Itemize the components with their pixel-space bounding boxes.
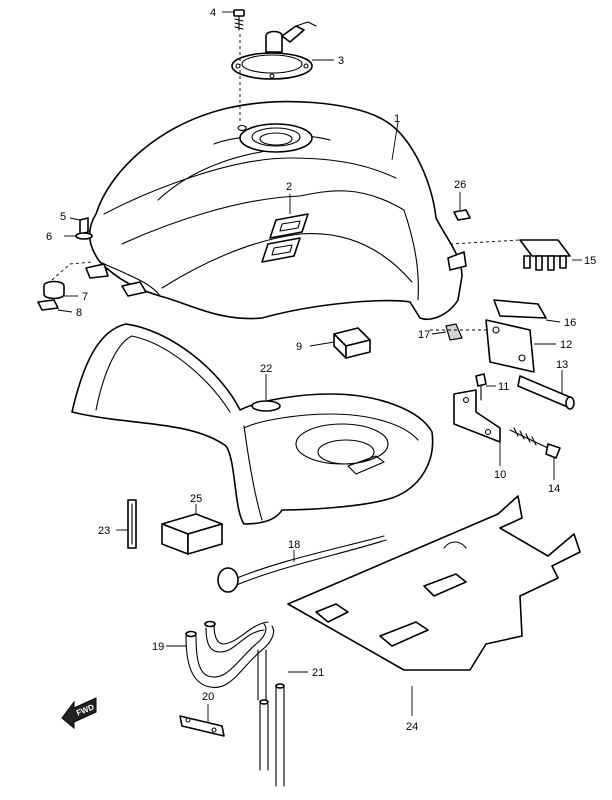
leader-lines xyxy=(57,11,582,722)
forward-arrow-icon: FWD xyxy=(61,697,97,730)
callout-11: 11 xyxy=(498,381,509,393)
callout-6: 6 xyxy=(46,231,52,243)
bracket-20 xyxy=(179,715,225,737)
callout-20: 20 xyxy=(202,691,214,703)
hinge-assembly xyxy=(430,299,575,459)
rubber-block-9 xyxy=(333,327,371,359)
left-mount-parts xyxy=(37,217,93,311)
callout-13: 13 xyxy=(556,359,568,371)
callout-7: 7 xyxy=(82,291,88,303)
callout-2: 2 xyxy=(286,181,292,193)
tank-tray xyxy=(71,323,434,525)
fuel-cap xyxy=(231,21,317,80)
breather-hose-21 xyxy=(257,649,285,787)
callout-10: 10 xyxy=(494,469,506,481)
cushion-26 xyxy=(453,209,471,221)
callout-5: 5 xyxy=(60,211,66,223)
callout-19: 19 xyxy=(152,641,164,653)
callout-25: 25 xyxy=(190,493,202,505)
fuel-tank xyxy=(85,100,467,320)
sponge-25 xyxy=(161,513,223,555)
cushion-set-15 xyxy=(449,239,571,271)
callout-24: 24 xyxy=(406,721,418,733)
callout-23: 23 xyxy=(98,525,110,537)
callout-16: 16 xyxy=(564,317,576,329)
callout-26: 26 xyxy=(454,179,466,191)
callout-17: 17 xyxy=(418,329,430,341)
clamp-23 xyxy=(127,499,137,549)
callout-21: 21 xyxy=(312,667,324,679)
fuel-hose-19 xyxy=(185,620,275,688)
callout-9: 9 xyxy=(296,341,302,353)
callout-1: 1 xyxy=(394,113,400,125)
callout-22: 22 xyxy=(260,363,272,375)
heat-shield-plate xyxy=(287,495,581,671)
callout-3: 3 xyxy=(338,55,344,67)
drain-hose-18 xyxy=(217,535,387,593)
cap-screw xyxy=(233,9,245,31)
callout-18: 18 xyxy=(288,539,300,551)
callout-labels: 1 2 3 4 5 6 7 8 9 10 11 12 13 14 15 16 1… xyxy=(46,7,596,733)
callout-12: 12 xyxy=(560,339,572,351)
callout-4: 4 xyxy=(210,7,216,19)
callout-14: 14 xyxy=(548,483,560,495)
callout-15: 15 xyxy=(584,255,596,267)
callout-8: 8 xyxy=(76,307,82,319)
